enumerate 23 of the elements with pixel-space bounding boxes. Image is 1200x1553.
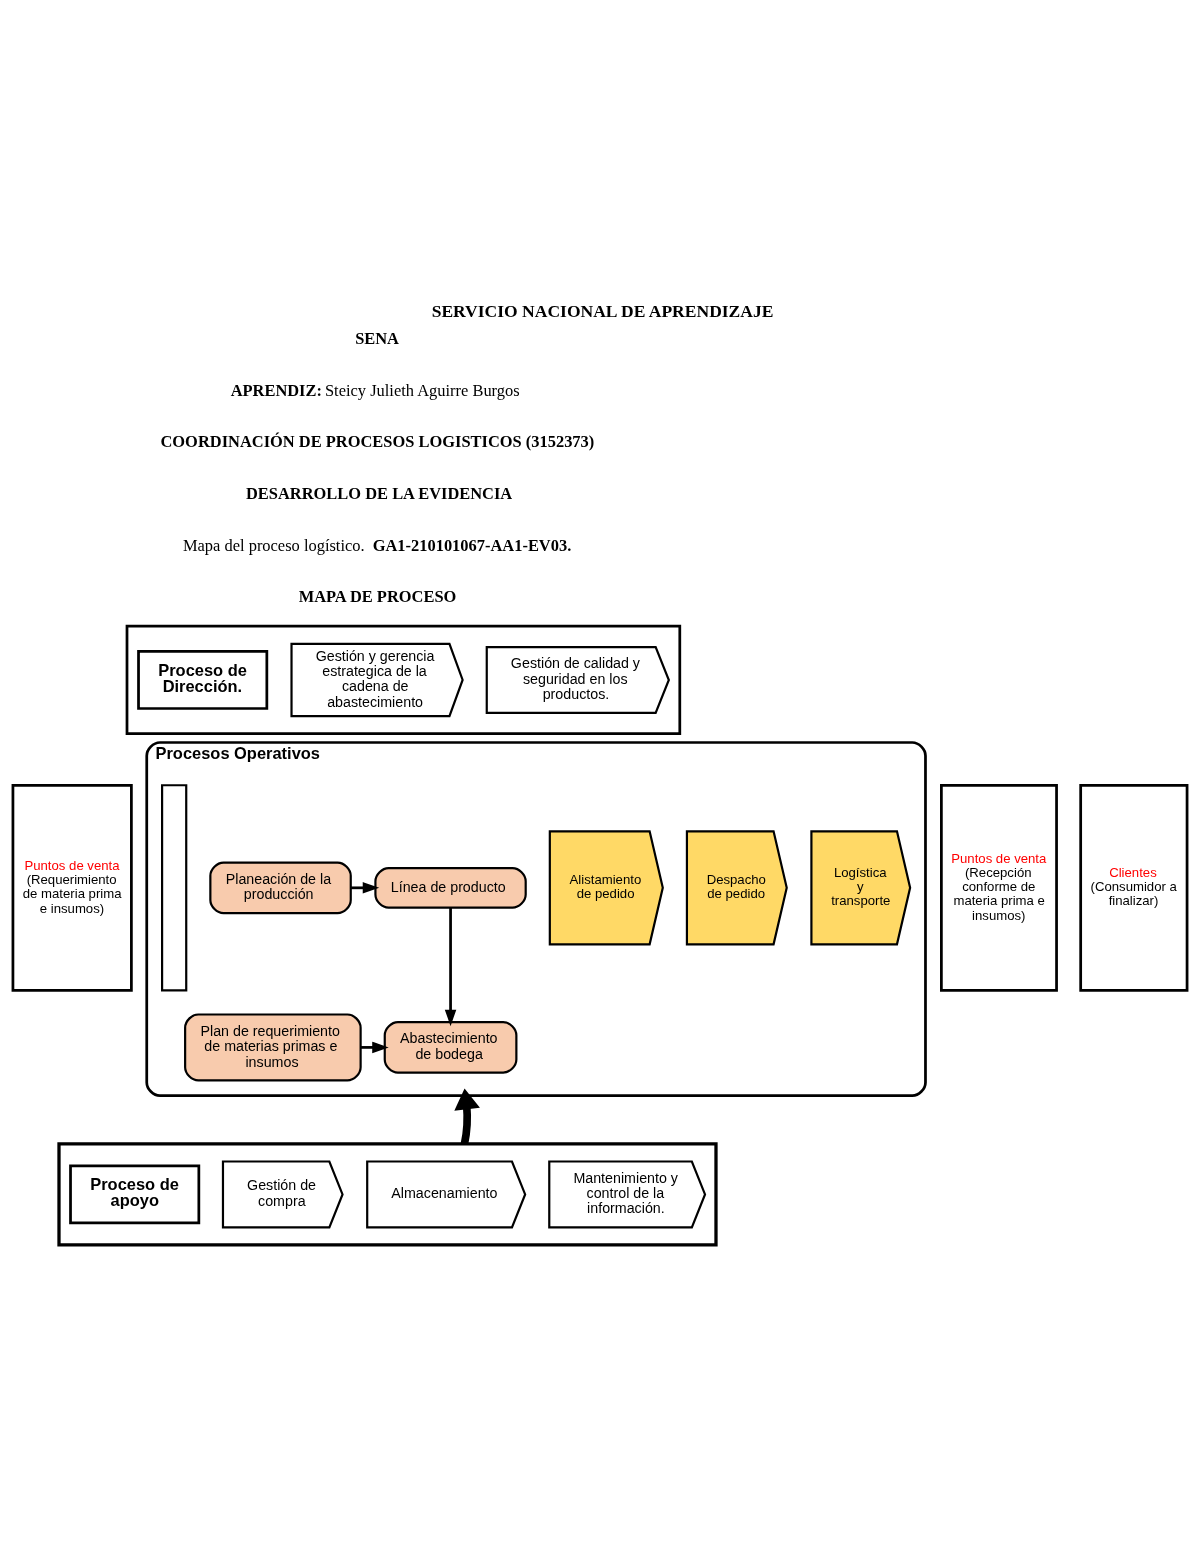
node-box: Línea de producto [374, 867, 527, 909]
arrow [360, 1041, 389, 1054]
node-box: Clientes (Consumidor a finalizar) [1079, 783, 1189, 992]
cluster [125, 624, 682, 736]
diagram-title: SERVICIO NACIONAL DE APRENDIZAJE [431, 300, 774, 321]
node-box: Proceso de Dirección. [137, 650, 269, 710]
node-box: Proceso de apoyo [69, 1164, 201, 1225]
node-box: Abastecimiento de bodega [383, 1021, 518, 1074]
label: COORDINACIÓN DE PROCESOS LOGISTICOS (3152373) [160, 432, 595, 452]
label: MAPA DE PROCESO [298, 587, 457, 607]
arrow [444, 907, 457, 1027]
arrow [454, 1088, 480, 1145]
arrow [350, 882, 380, 894]
node-box: Puntos de venta (Requerimiento de materia prima e insumos) [11, 783, 133, 992]
node-box: Plan de requerimiento de materias primas e insumos [184, 1013, 362, 1082]
cluster [57, 1142, 718, 1247]
node-bar [161, 784, 188, 992]
node-box: Puntos de venta (Recepción conforme de materia prima e insumos) [940, 783, 1058, 992]
label: Mapa del proceso logístico. GA1-210101067-AA1-EV03. [182, 535, 572, 555]
node-box: Planeación de la producción [209, 861, 352, 915]
label: APRENDIZ: Steicy Julieth Aguirre Burgos [230, 380, 520, 400]
label: DESARROLLO DE LA EVIDENCIA [246, 484, 513, 504]
label: SENA [355, 329, 399, 349]
